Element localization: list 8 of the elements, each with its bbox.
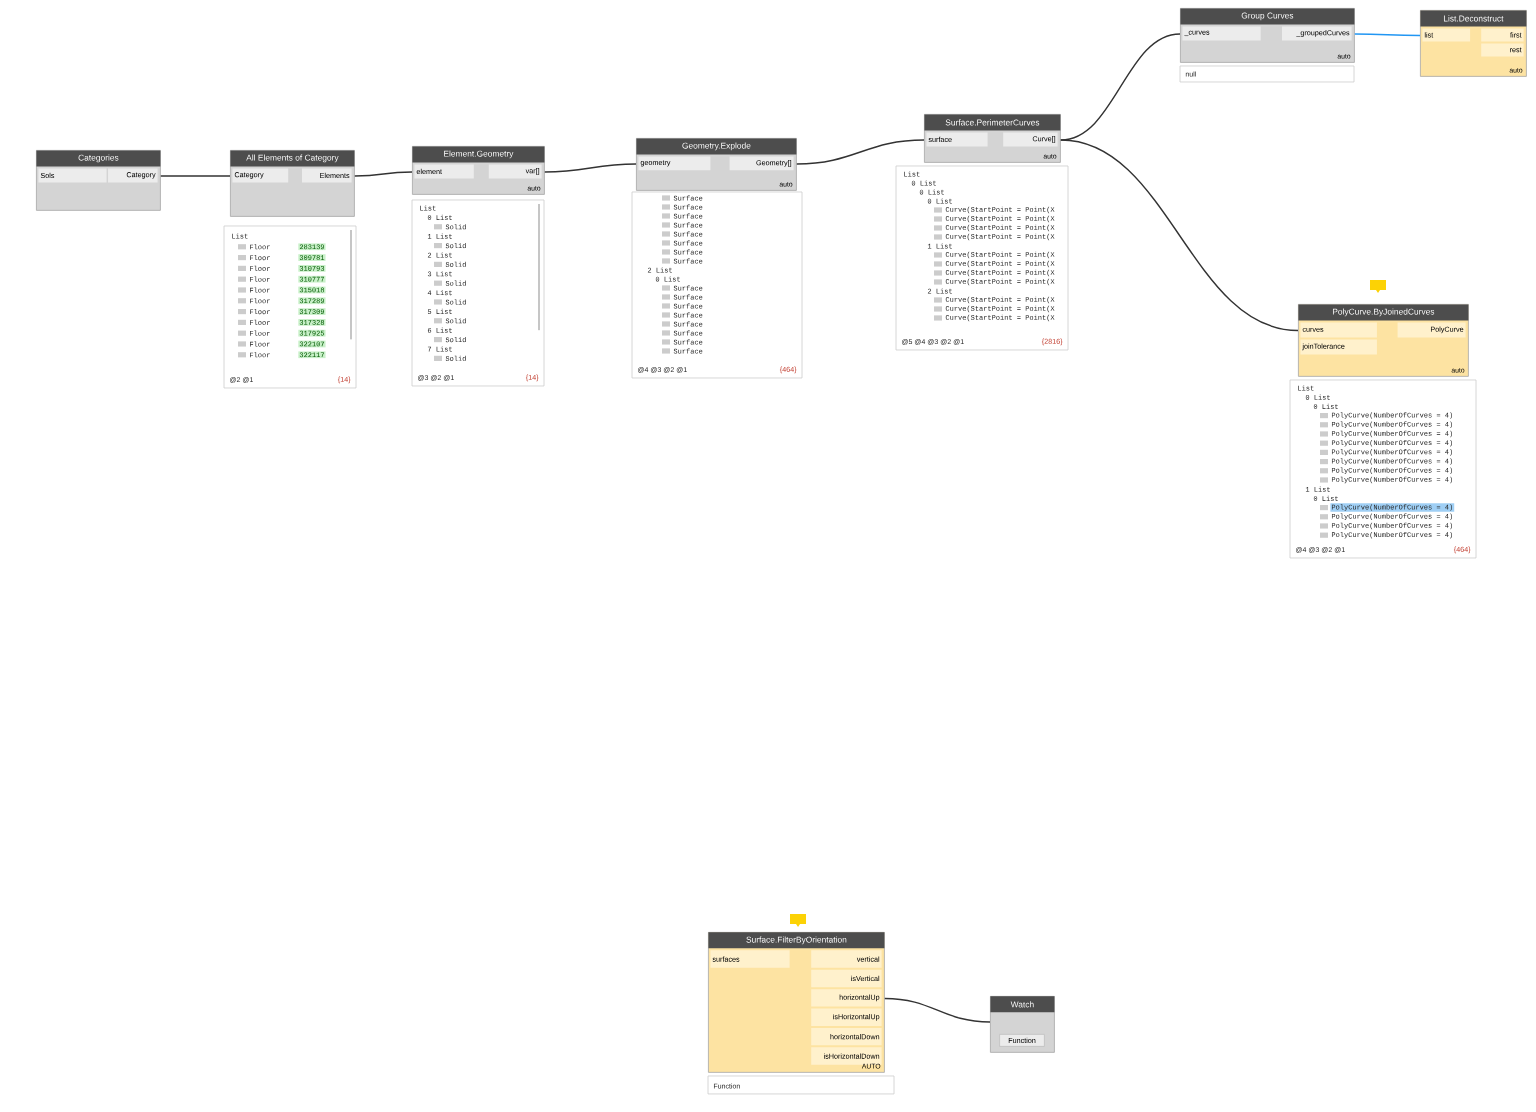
wire (796, 139, 925, 165)
wire (884, 997, 991, 1023)
wire (1354, 33, 1421, 37)
wire (354, 171, 413, 177)
wire (160, 175, 231, 177)
wire (544, 163, 637, 173)
wire (1060, 139, 1299, 332)
wire (1060, 33, 1181, 141)
